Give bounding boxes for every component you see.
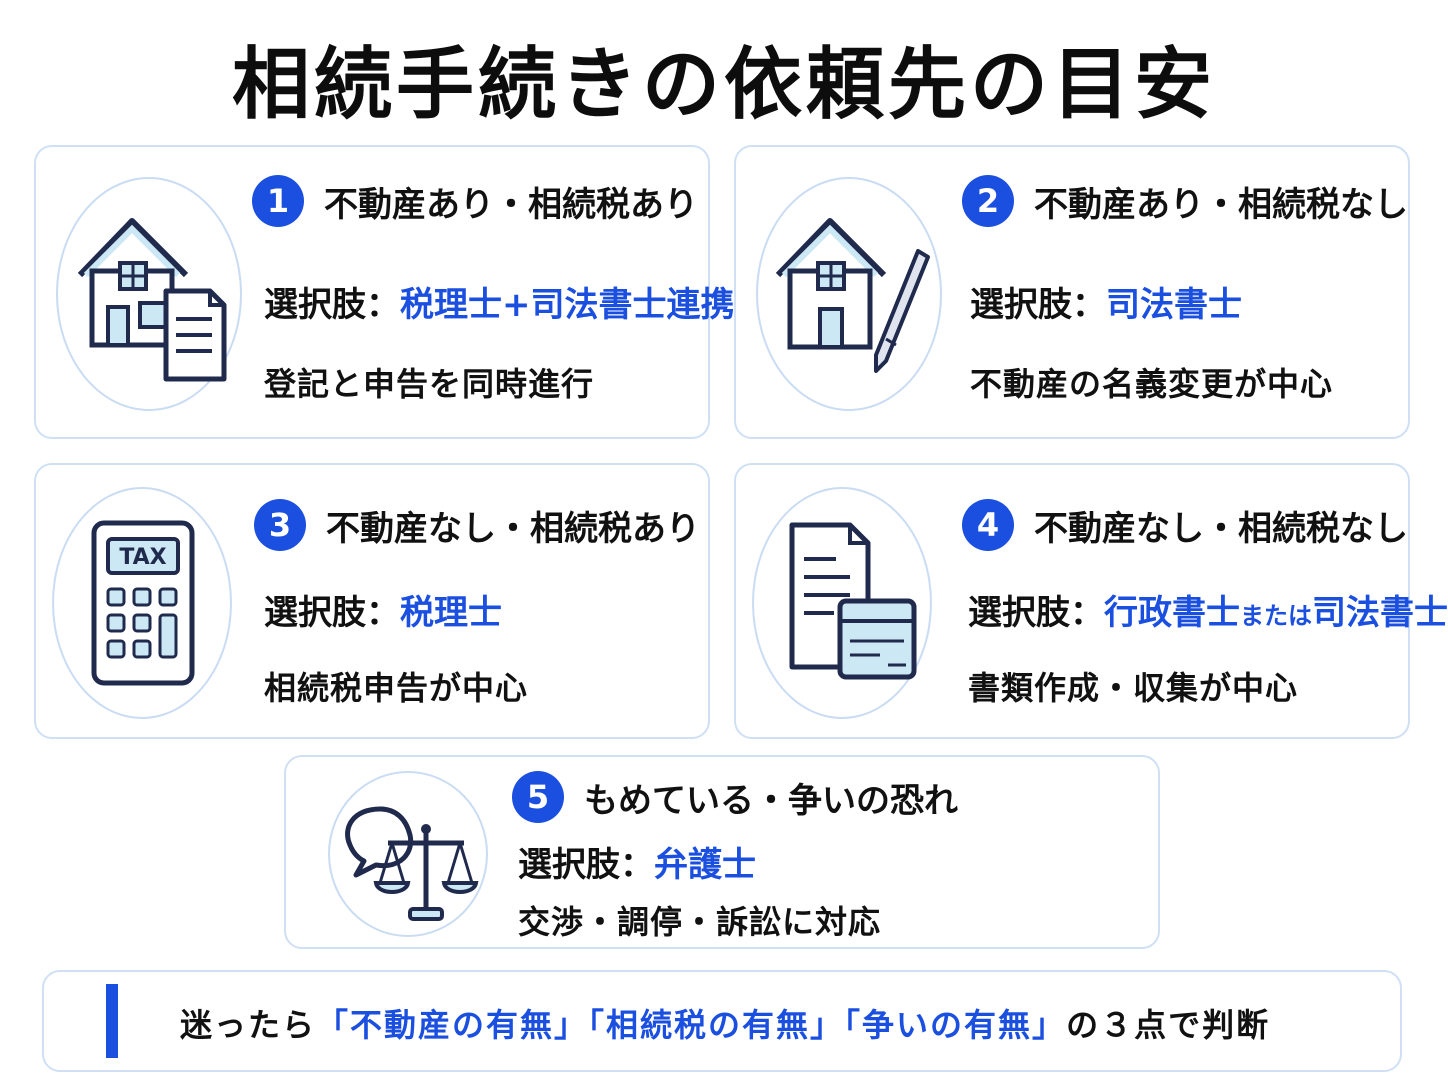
card-5: 5 もめている・争いの恐れ 選択肢：弁護士 交渉・調停・訴訟に対応 — [284, 755, 1160, 949]
option-line: 選択肢：弁護士 — [518, 837, 756, 886]
heading-text: もめている・争いの恐れ — [584, 780, 958, 821]
option-value: 税理士 — [400, 593, 502, 633]
summary-post: の３点で判断 — [1066, 1006, 1271, 1044]
icon-oval — [752, 487, 932, 719]
heading-text: 不動産あり・相続税あり — [324, 184, 698, 225]
house-document-icon — [77, 218, 227, 382]
number-badge: 3 — [254, 499, 306, 551]
summary-pre: 迷ったら — [180, 1006, 317, 1044]
description: 交渉・調停・訴訟に対応 — [518, 903, 882, 941]
option-label: 選択肢： — [518, 845, 654, 885]
page-title: 相続手続きの依頼先の目安 — [231, 40, 1216, 130]
card-heading: 1 不動産あり・相続税あり — [252, 175, 698, 227]
card-2: 2 不動産あり・相続税なし 選択肢：司法書士 不動産の名義変更が中心 — [734, 145, 1410, 439]
description: 不動産の名義変更が中心 — [970, 365, 1334, 403]
option-label: 選択肢： — [968, 593, 1104, 633]
speech-scale-icon — [345, 806, 479, 921]
number-badge: 4 — [962, 499, 1014, 551]
card-heading: 3 不動産なし・相続税あり — [254, 499, 700, 551]
card-3: TAX 3 不動産なし・相続税あり 選択肢：税理士 相続税申告が中心 — [34, 463, 710, 739]
summary-box: 迷ったら「不動産の有無」「相続税の有無」「争いの有無」の３点で判断 — [42, 970, 1402, 1072]
card-4: 4 不動産なし・相続税なし 選択肢：行政書士または司法書士 書類作成・収集が中心 — [734, 463, 1448, 739]
description: 登記と申告を同時進行 — [264, 365, 595, 403]
option-value: 税理士+司法書士連携 — [400, 285, 735, 325]
number-badge: 2 — [962, 175, 1014, 227]
option-value-a: 行政書士 — [1104, 593, 1240, 633]
option-label: 選択肢： — [970, 285, 1106, 325]
summary-keyword-1: 「不動産の有無」 — [316, 1006, 589, 1044]
card-heading: 4 不動産なし・相続税なし — [962, 499, 1408, 551]
card-1: 1 不動産あり・相続税あり 選択肢：税理士+司法書士連携 登記と申告を同時進行 — [34, 145, 735, 439]
tax-calculator-icon: TAX — [91, 520, 195, 686]
option-line: 選択肢：行政書士または司法書士 — [968, 585, 1448, 634]
icon-oval: TAX — [52, 487, 232, 719]
icon-oval — [328, 771, 488, 937]
option-line: 選択肢：税理士 — [264, 585, 502, 634]
heading-text: 不動産あり・相続税なし — [1034, 184, 1408, 225]
option-or: または — [1240, 602, 1312, 630]
number-badge: 5 — [512, 771, 564, 823]
icon-oval — [56, 177, 242, 411]
accent-bar — [106, 984, 118, 1058]
option-value: 司法書士 — [1106, 285, 1242, 325]
card-heading: 5 もめている・争いの恐れ — [512, 771, 958, 823]
summary-text: 迷ったら「不動産の有無」「相続税の有無」「争いの有無」の３点で判断 — [180, 1000, 1270, 1046]
option-line: 選択肢：司法書士 — [970, 277, 1242, 326]
house-pen-icon — [775, 218, 930, 373]
option-label: 選択肢： — [264, 593, 400, 633]
description: 相続税申告が中心 — [264, 669, 529, 707]
option-line: 選択肢：税理士+司法書士連携 — [264, 277, 735, 326]
heading-text: 不動産なし・相続税あり — [326, 508, 700, 549]
option-label: 選択肢： — [264, 285, 400, 325]
description: 書類作成・収集が中心 — [968, 669, 1299, 707]
heading-text: 不動産なし・相続税なし — [1034, 508, 1408, 549]
option-value: 弁護士 — [654, 845, 756, 885]
svg-text:TAX: TAX — [119, 545, 166, 570]
summary-keyword-2: 「相続税の有無」 — [588, 1006, 845, 1044]
icon-oval — [756, 177, 942, 411]
number-badge: 1 — [252, 175, 304, 227]
document-card-icon — [789, 522, 917, 680]
summary-keyword-3: 「争いの有無」 — [844, 1006, 1067, 1044]
option-value-b: 司法書士 — [1312, 593, 1448, 633]
card-heading: 2 不動産あり・相続税なし — [962, 175, 1408, 227]
